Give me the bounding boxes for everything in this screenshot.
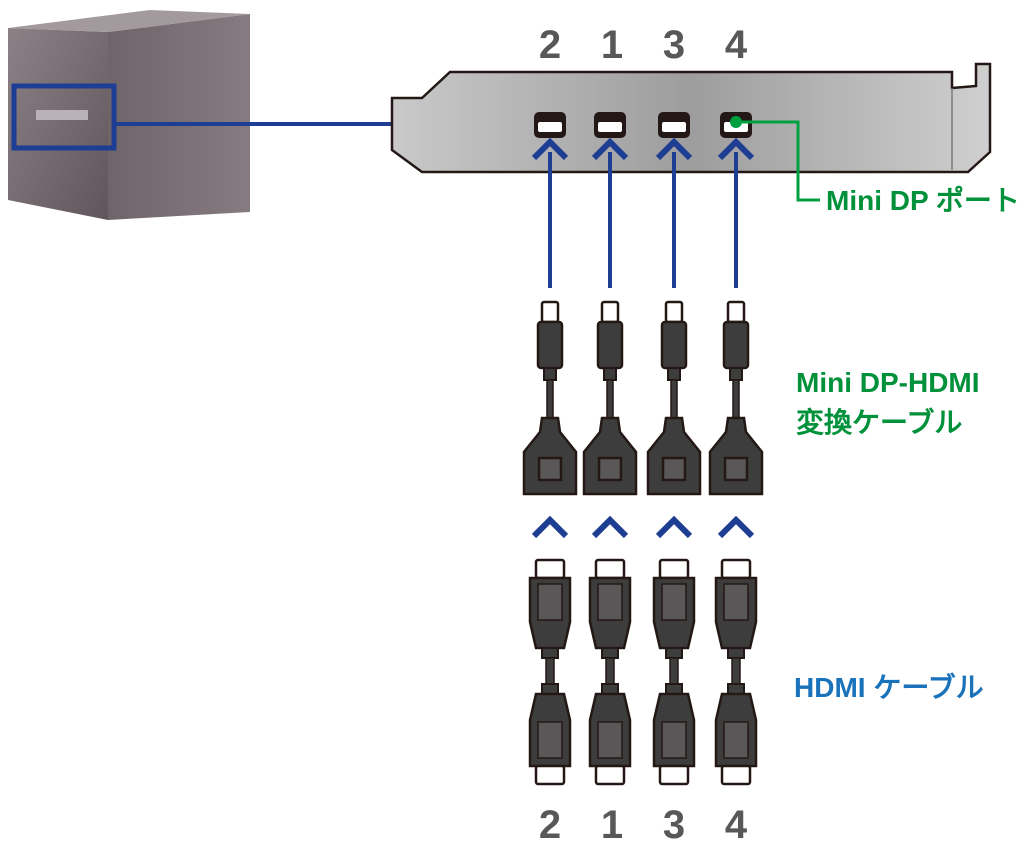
- bottom-port-number-2: 2: [539, 803, 561, 847]
- hdmi-cable-2: [528, 558, 572, 786]
- insert-arrows-top: [531, 137, 755, 288]
- port-3-icon: [658, 112, 690, 138]
- bottom-port-number-1: 1: [601, 803, 623, 847]
- pc-tower: [8, 10, 250, 220]
- adapter-2: [522, 300, 578, 496]
- insert-arrows-middle: [531, 515, 755, 539]
- mini-dp-hdmi-adapters: [522, 300, 764, 496]
- top-port-number-1: 1: [601, 23, 623, 67]
- mini-dp-port-label: Mini DP ポート: [826, 185, 1020, 216]
- pcie-bracket: [390, 62, 992, 174]
- callout-dot: [730, 116, 742, 128]
- adapter-4: [708, 300, 764, 496]
- pc-slot-highlight: [11, 83, 117, 151]
- hdmi-cables: [528, 558, 758, 786]
- bottom-port-number-4: 4: [725, 803, 748, 847]
- top-port-number-3: 3: [663, 23, 685, 67]
- port-1-icon: [594, 112, 626, 138]
- top-port-numbers: 2 1 3 4: [539, 23, 748, 67]
- adapter-3: [646, 300, 702, 496]
- top-port-number-4: 4: [725, 23, 748, 67]
- hdmi-cable-4: [714, 558, 758, 786]
- hdmi-cable-label: HDMI ケーブル: [794, 671, 984, 703]
- bottom-port-number-3: 3: [663, 803, 685, 847]
- adapter-1: [582, 300, 638, 496]
- pc-drive-slot: [36, 110, 88, 120]
- port-2-icon: [534, 112, 566, 138]
- mini-dp-port-callout: Mini DP ポート: [730, 116, 1020, 216]
- callout-line: [742, 120, 820, 202]
- adapter-label-line1: Mini DP-HDMI: [796, 367, 980, 398]
- hdmi-cable-3: [652, 558, 696, 786]
- bottom-port-numbers: 2 1 3 4: [539, 803, 748, 847]
- adapter-label-line2: 変換ケーブル: [796, 406, 962, 438]
- top-port-number-2: 2: [539, 23, 561, 67]
- hdmi-cable-1: [588, 558, 632, 786]
